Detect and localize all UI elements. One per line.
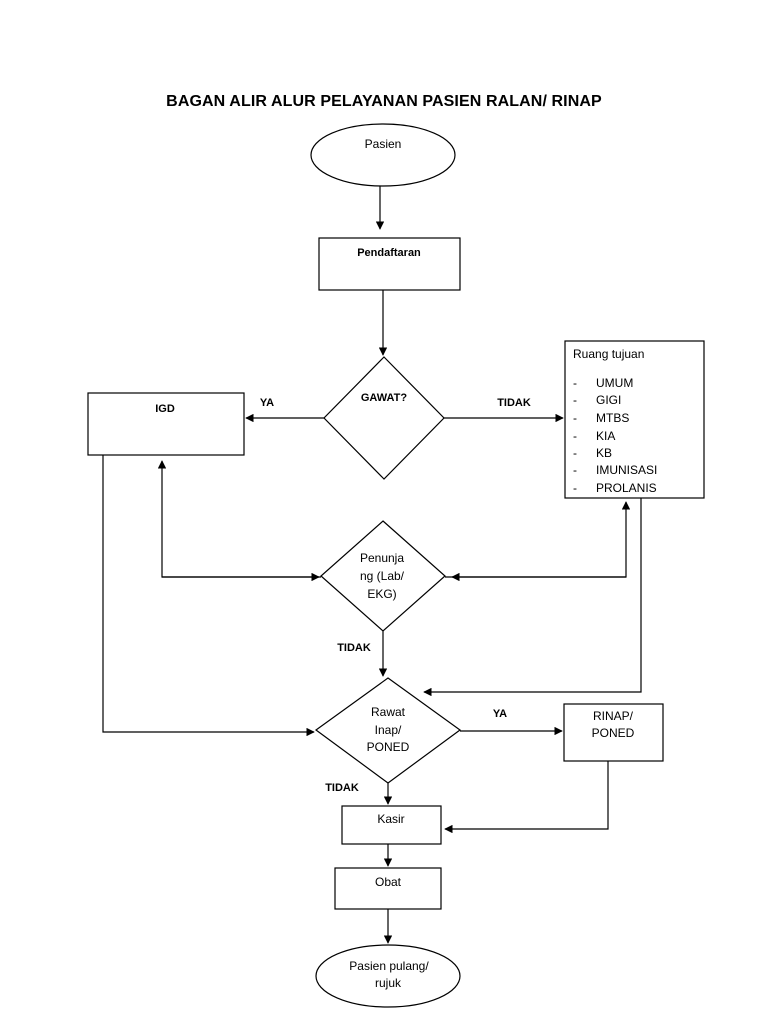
edge-penunjang-igd (157, 460, 321, 578)
node-rinap (563, 703, 664, 762)
label-obat: Obat (375, 875, 402, 889)
edge-penunjang-ruang (445, 501, 631, 578)
label-kasir: Kasir (377, 812, 404, 826)
edge-rinap-kasir (444, 761, 609, 834)
label-rawat-1: Rawat (371, 705, 406, 719)
label-rawat-3: PONED (367, 740, 410, 754)
bullet: - (573, 429, 577, 443)
bullet: - (573, 376, 577, 390)
label-gawat: GAWAT? (361, 392, 408, 404)
ruang-item: MTBS (596, 411, 629, 425)
label-pulang-2: rujuk (375, 976, 402, 990)
edge-label-penunjang-tidak: TIDAK (337, 642, 371, 654)
bullet: - (573, 481, 577, 495)
label-penunjang-3: EKG) (367, 587, 396, 601)
bullet: - (573, 411, 577, 425)
bullet: - (573, 463, 577, 477)
edge-igd-rawat (102, 455, 315, 737)
label-rinap-2: PONED (592, 726, 635, 740)
ruang-list: - UMUM - GIGI - MTBS - KIA - KB - IMUNIS… (573, 376, 657, 495)
ruang-item: KB (596, 446, 612, 460)
bullet: - (573, 393, 577, 407)
bullet: - (573, 446, 577, 460)
label-pasien: Pasien (365, 137, 402, 151)
node-igd (87, 392, 245, 456)
ruang-item: IMUNISASI (596, 463, 657, 477)
edge-ruang-rawat (423, 498, 642, 697)
page-title: BAGAN ALIR ALUR PELAYANAN PASIEN RALAN/ … (166, 93, 602, 110)
ruang-item: GIGI (596, 393, 621, 407)
edge-label-rawat-ya: YA (493, 708, 507, 720)
edge-label-rawat-tidak: TIDAK (325, 782, 359, 794)
node-pasien (310, 123, 456, 187)
label-penunjang-2: ng (Lab/ (360, 569, 405, 583)
label-pendaftaran: Pendaftaran (357, 247, 421, 259)
ruang-item: UMUM (596, 376, 633, 390)
label-igd: IGD (155, 403, 175, 415)
node-kasir (341, 805, 442, 845)
edge-label-gawat-tidak: TIDAK (497, 397, 531, 409)
label-penunjang-1: Penunja (360, 551, 404, 565)
label-rinap-1: RINAP/ (593, 709, 634, 723)
ruang-item: PROLANIS (596, 481, 657, 495)
label-rawat-2: Inap/ (375, 723, 402, 737)
ruang-item: KIA (596, 429, 615, 443)
node-gawat (323, 356, 445, 480)
label-pulang-1: Pasien pulang/ (349, 959, 429, 973)
node-pendaftaran (318, 237, 461, 291)
node-pasien-pulang (315, 944, 461, 1008)
edge-label-gawat-ya: YA (260, 397, 274, 409)
label-ruang-tujuan: Ruang tujuan (573, 347, 644, 361)
node-ruang-tujuan (564, 340, 705, 499)
